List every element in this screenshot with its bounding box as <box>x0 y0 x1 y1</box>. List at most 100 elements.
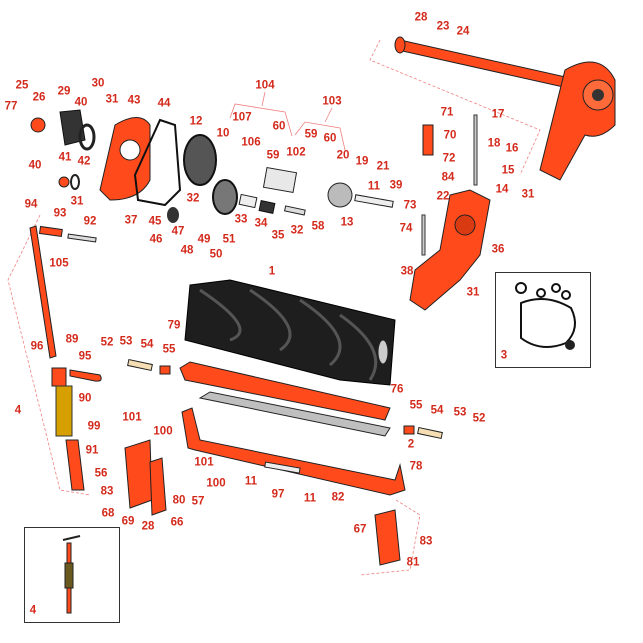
callout-44: 44 <box>157 97 171 110</box>
callout-20: 20 <box>336 149 350 162</box>
callout-105: 105 <box>49 257 69 270</box>
bracket-lines <box>229 91 346 151</box>
callout-96: 96 <box>30 340 44 353</box>
right-side-plate <box>409 114 491 311</box>
callout-104: 104 <box>255 79 275 92</box>
callout-32: 32 <box>290 224 304 237</box>
callout-76: 76 <box>390 383 404 396</box>
callout-101: 101 <box>122 411 142 424</box>
callout-83: 83 <box>100 485 114 498</box>
callout-38: 38 <box>400 265 414 278</box>
callout-71: 71 <box>440 106 454 119</box>
callout-39: 39 <box>389 179 403 192</box>
left-lower-parts <box>51 358 171 516</box>
callout-16: 16 <box>505 142 519 155</box>
callout-1: 1 <box>268 265 276 278</box>
callout-55: 55 <box>409 399 423 412</box>
callout-53: 53 <box>119 335 133 348</box>
callout-83: 83 <box>419 535 433 548</box>
callout-57: 57 <box>191 495 205 508</box>
callout-49: 49 <box>197 233 211 246</box>
callout-36: 36 <box>491 243 505 256</box>
callout-40: 40 <box>74 96 88 109</box>
top-drive-shaft <box>394 36 571 89</box>
callout-14: 14 <box>495 183 509 196</box>
callout-59: 59 <box>266 149 280 162</box>
callout-99: 99 <box>87 420 101 433</box>
callout-45: 45 <box>148 215 162 228</box>
callout-29: 29 <box>57 85 71 98</box>
callout-18: 18 <box>487 137 501 150</box>
inset-label-3: 3 <box>500 349 508 362</box>
callout-77: 77 <box>4 100 18 113</box>
callout-28: 28 <box>141 520 155 533</box>
inset-seal-kit: 3 <box>495 272 591 368</box>
callout-94: 94 <box>24 198 38 211</box>
callout-101: 101 <box>194 456 214 469</box>
callout-103: 103 <box>322 95 342 108</box>
callout-28: 28 <box>414 11 428 24</box>
callout-2: 2 <box>407 438 415 451</box>
left-adjuster-rod <box>29 225 97 359</box>
callout-92: 92 <box>83 215 97 228</box>
callout-72: 72 <box>442 152 456 165</box>
callout-106: 106 <box>241 136 261 149</box>
callout-13: 13 <box>340 216 354 229</box>
callout-25: 25 <box>15 79 29 92</box>
callout-66: 66 <box>170 516 184 529</box>
callout-10: 10 <box>216 127 230 140</box>
callout-26: 26 <box>32 91 46 104</box>
callout-53: 53 <box>453 406 467 419</box>
frame <box>181 407 406 496</box>
adjuster-assembly-icon <box>62 535 81 614</box>
callout-24: 24 <box>456 25 470 38</box>
callout-78: 78 <box>409 460 423 473</box>
callout-100: 100 <box>206 477 226 490</box>
callout-68: 68 <box>101 507 115 520</box>
left-gear-cover <box>30 109 182 207</box>
callout-90: 90 <box>78 392 92 405</box>
callout-33: 33 <box>234 213 248 226</box>
callout-80: 80 <box>172 494 186 507</box>
callout-4: 4 <box>14 404 22 417</box>
callout-73: 73 <box>403 199 417 212</box>
callout-91: 91 <box>85 444 99 457</box>
callout-31: 31 <box>466 286 480 299</box>
callout-60: 60 <box>272 120 286 133</box>
callout-34: 34 <box>254 217 268 230</box>
callout-84: 84 <box>441 171 455 184</box>
callout-40: 40 <box>28 159 42 172</box>
callout-17: 17 <box>491 108 505 121</box>
callout-19: 19 <box>355 155 369 168</box>
callout-50: 50 <box>209 248 223 261</box>
callout-11: 11 <box>244 475 258 488</box>
callout-22: 22 <box>436 190 450 203</box>
callout-58: 58 <box>311 220 325 233</box>
callout-60: 60 <box>323 132 337 145</box>
callout-48: 48 <box>180 244 194 257</box>
callout-95: 95 <box>78 350 92 363</box>
callout-15: 15 <box>501 164 515 177</box>
callout-69: 69 <box>121 515 135 528</box>
callout-54: 54 <box>430 404 444 417</box>
callout-55: 55 <box>162 343 176 356</box>
callout-12: 12 <box>189 115 203 128</box>
callout-107: 107 <box>232 111 252 124</box>
callout-93: 93 <box>53 207 67 220</box>
callout-37: 37 <box>124 214 138 227</box>
callout-43: 43 <box>127 94 141 107</box>
callout-35: 35 <box>271 229 285 242</box>
bedbar <box>179 361 391 437</box>
callout-100: 100 <box>153 425 173 438</box>
callout-79: 79 <box>167 319 181 332</box>
callout-59: 59 <box>304 128 318 141</box>
gear-train <box>167 134 394 223</box>
callout-32: 32 <box>186 192 200 205</box>
callout-54: 54 <box>140 338 154 351</box>
callout-89: 89 <box>65 333 79 346</box>
callout-30: 30 <box>91 77 105 90</box>
callout-47: 47 <box>171 225 185 238</box>
callout-31: 31 <box>521 188 535 201</box>
right-lower-parts <box>374 425 443 566</box>
